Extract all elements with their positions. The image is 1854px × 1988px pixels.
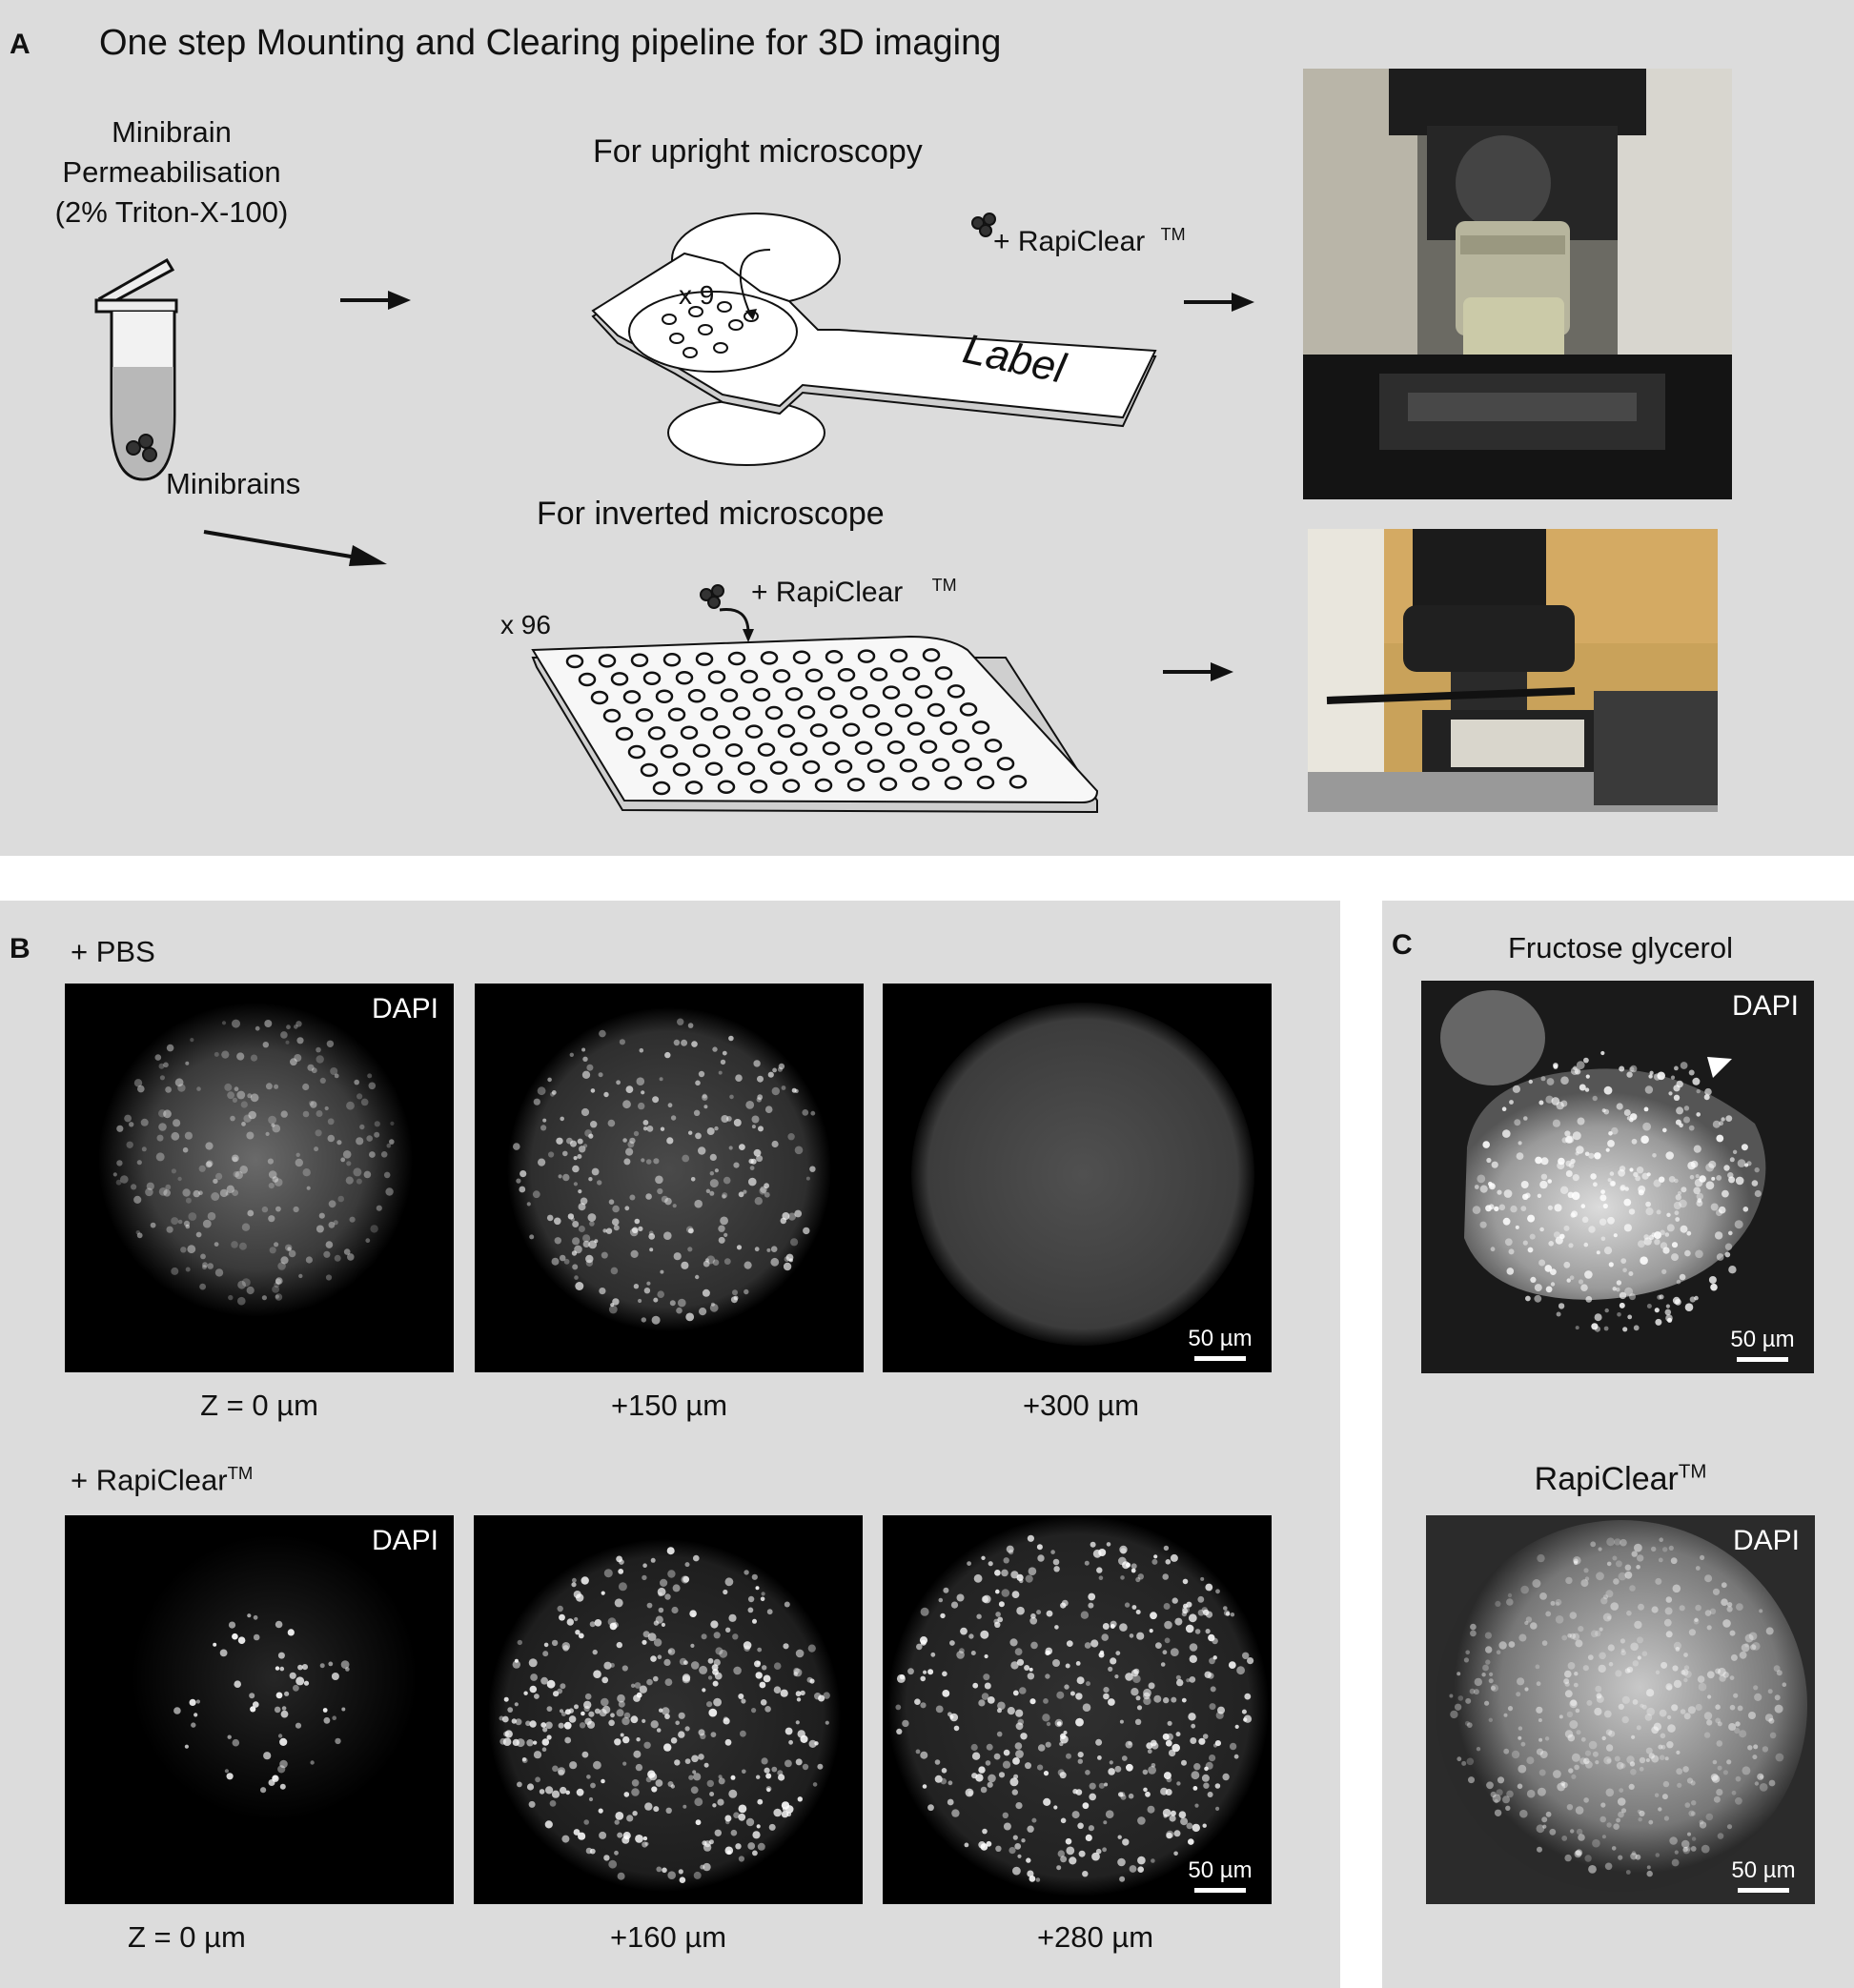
upright-tm: TM bbox=[1160, 225, 1186, 244]
rapi-header-c: RapiClearTM bbox=[1411, 1461, 1830, 1498]
eppendorf-tube-icon bbox=[94, 257, 178, 481]
panel-c: C Fructose glycerol DAPI 50 µm RapiClear… bbox=[1382, 901, 1854, 1988]
arrow-right-icon bbox=[1163, 662, 1233, 681]
rapi-header-c-text: RapiClear bbox=[1534, 1461, 1679, 1497]
scale-bar-label: 50 µm bbox=[1188, 1857, 1253, 1883]
rapi-depth-1: +160 µm bbox=[609, 1920, 727, 1954]
pbs-depth-0: Z = 0 µm bbox=[200, 1389, 318, 1422]
scale-bar-label: 50 µm bbox=[1730, 1327, 1795, 1352]
tube-caption-line2: Permeabilisation bbox=[62, 155, 281, 189]
scale-bar: 50 µm bbox=[1182, 1326, 1258, 1361]
tube-caption-line1: Minibrain bbox=[112, 115, 232, 149]
arrow-right-icon bbox=[1184, 293, 1254, 312]
slide-mount-diagram bbox=[591, 213, 1157, 466]
pbs-image-z0: DAPI bbox=[65, 984, 454, 1372]
rapi-c-image: DAPI 50 µm bbox=[1426, 1515, 1815, 1904]
tube-caption: Minibrain Permeabilisation (2% Triton-X-… bbox=[38, 112, 305, 233]
rapi-image-280: 50 µm bbox=[883, 1515, 1272, 1904]
inverted-microscope-photo bbox=[1308, 529, 1718, 812]
minibrains-label: Minibrains bbox=[166, 467, 301, 500]
panel-a: A One step Mounting and Clearing pipelin… bbox=[0, 0, 1854, 856]
rapi-depth-2: +280 µm bbox=[1036, 1920, 1154, 1954]
arrow-right-icon bbox=[340, 291, 411, 310]
inverted-title: For inverted microscope bbox=[537, 496, 885, 532]
plate-96-diagram bbox=[531, 584, 1099, 814]
inverted-tm: TM bbox=[931, 576, 957, 595]
upright-microscope-photo bbox=[1303, 69, 1732, 499]
pbs-header: + PBS bbox=[71, 935, 155, 968]
upright-rapiclear: + RapiClear TM bbox=[993, 225, 1186, 258]
pbs-image-300: 50 µm bbox=[883, 984, 1272, 1372]
scale-bar-label: 50 µm bbox=[1188, 1326, 1253, 1351]
rapi-header-c-tm: TM bbox=[1678, 1461, 1707, 1483]
rapi-header-b-tm: TM bbox=[227, 1463, 254, 1483]
inverted-rapiclear: + RapiClear TM bbox=[751, 576, 957, 609]
arrow-diagonal-icon bbox=[203, 530, 387, 566]
tube-caption-line3: (2% Triton-X-100) bbox=[54, 195, 289, 229]
rapi-depth-0: Z = 0 µm bbox=[128, 1920, 246, 1954]
pbs-image-150 bbox=[475, 984, 864, 1372]
panel-c-label: C bbox=[1392, 929, 1413, 961]
pbs-depth-1: +150 µm bbox=[610, 1389, 728, 1422]
inverted-count: x 96 bbox=[500, 610, 551, 639]
pbs-depth-2: +300 µm bbox=[1022, 1389, 1140, 1422]
rapi-image-160 bbox=[474, 1515, 863, 1904]
scale-bar: 50 µm bbox=[1182, 1857, 1258, 1893]
upright-rapiclear-text: + RapiClear bbox=[993, 226, 1146, 257]
scale-bar: 50 µm bbox=[1724, 1327, 1801, 1362]
inverted-rapiclear-text: + RapiClear bbox=[751, 577, 904, 608]
upright-count: x 9 bbox=[679, 280, 715, 310]
fructose-image: DAPI 50 µm bbox=[1421, 981, 1814, 1373]
channel-label: DAPI bbox=[371, 1525, 438, 1556]
panel-a-label: A bbox=[10, 29, 31, 60]
scale-bar-label: 50 µm bbox=[1731, 1857, 1796, 1883]
panel-b-label: B bbox=[10, 933, 31, 964]
scale-bar: 50 µm bbox=[1725, 1857, 1802, 1893]
rapi-image-z0: DAPI bbox=[65, 1515, 454, 1904]
upright-title: For upright microscopy bbox=[593, 133, 923, 170]
channel-label: DAPI bbox=[1731, 990, 1799, 1022]
panel-a-title: One step Mounting and Clearing pipeline … bbox=[99, 23, 1002, 63]
panel-b: B + PBS DAPI 50 µm Z = 0 µm +150 µm +300… bbox=[0, 901, 1340, 1988]
rapi-header-b: + RapiClearTM bbox=[71, 1463, 253, 1497]
channel-label: DAPI bbox=[371, 993, 438, 1024]
rapi-header-b-text: + RapiClear bbox=[71, 1463, 228, 1497]
channel-label: DAPI bbox=[1732, 1525, 1800, 1556]
fructose-header: Fructose glycerol bbox=[1507, 931, 1734, 964]
